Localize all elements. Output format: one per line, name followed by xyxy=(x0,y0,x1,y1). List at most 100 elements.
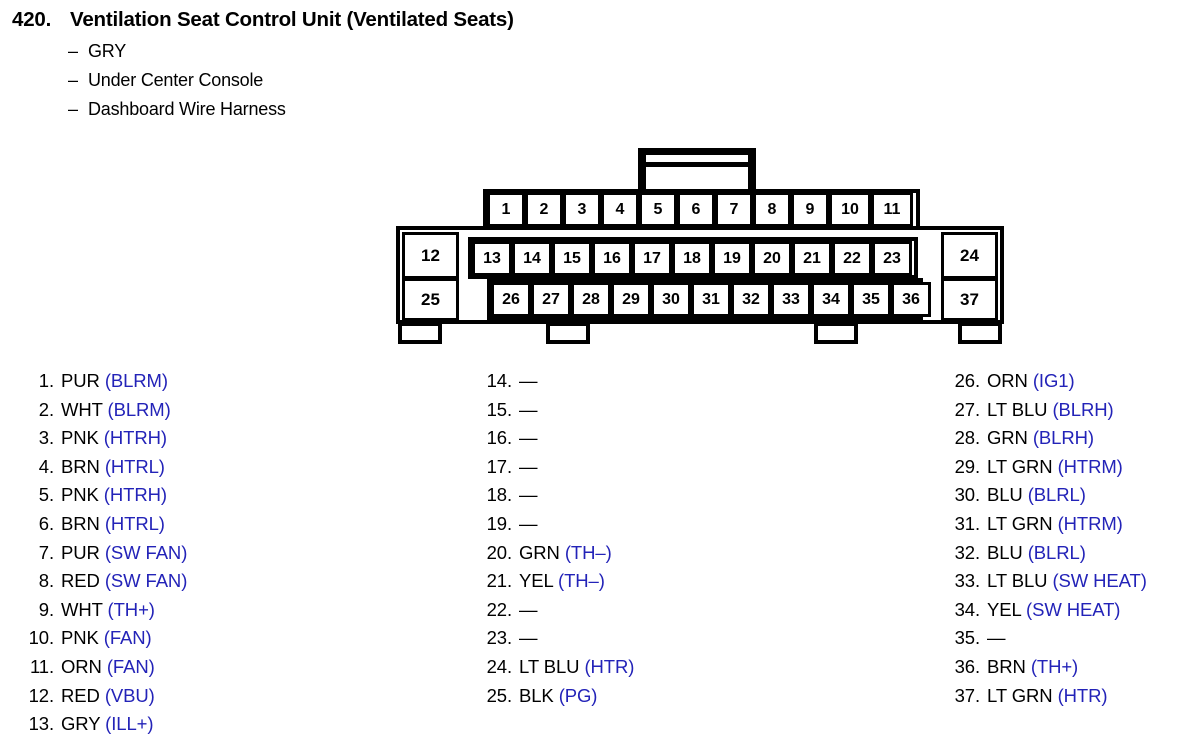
pin-cell-6[interactable]: 6 xyxy=(677,192,715,227)
pin-number: 31. xyxy=(954,513,981,534)
pin-cell-7[interactable]: 7 xyxy=(715,192,753,227)
pin-signal-name: (ILL+) xyxy=(105,713,154,735)
pin-cell-9[interactable]: 9 xyxy=(791,192,829,227)
pin-signal-name: (BLRL) xyxy=(1027,541,1086,563)
pin-list-item: 21.YEL (TH–) xyxy=(470,570,605,592)
pin-unused-dash: — xyxy=(519,427,538,449)
pin-list-item: 28.GRN (BLRH) xyxy=(938,428,1094,448)
latch-post-right-icon xyxy=(748,148,756,193)
pin-wire-color: YEL xyxy=(987,598,1021,620)
subtitle-text: Under Center Console xyxy=(88,70,264,90)
latch-post-left-icon xyxy=(638,148,646,193)
pin-cell-19[interactable]: 19 xyxy=(712,241,752,276)
pin-wire-color: LT BLU xyxy=(519,656,580,677)
pin-cell-20[interactable]: 20 xyxy=(752,241,792,276)
pin-cell-10[interactable]: 10 xyxy=(829,192,871,227)
pin-wire-color: GRN xyxy=(519,541,560,563)
pin-cell-28[interactable]: 28 xyxy=(571,282,611,317)
pin-cell-37[interactable]: 37 xyxy=(941,278,998,321)
pin-cell-31[interactable]: 31 xyxy=(691,282,731,317)
pin-signal-name: (SW HEAT) xyxy=(1052,570,1147,592)
pin-cell-15[interactable]: 15 xyxy=(552,241,592,276)
pin-list-item: 6.BRN (HTRL) xyxy=(12,513,165,534)
pin-number: 19. xyxy=(486,513,513,534)
pin-cell-33[interactable]: 33 xyxy=(771,282,811,317)
pin-cell-16[interactable]: 16 xyxy=(592,241,632,276)
pin-unused-dash: — xyxy=(519,370,538,391)
page-title: 420. Ventilation Seat Control Unit (Vent… xyxy=(12,8,514,32)
pin-cell-17[interactable]: 17 xyxy=(632,241,672,276)
pin-list-item: 4.BRN (HTRL) xyxy=(12,455,165,477)
bullet-dash-icon: – xyxy=(68,41,78,61)
connector-mid-row-housing xyxy=(468,237,918,279)
pin-cell-11[interactable]: 11 xyxy=(871,192,913,227)
pin-unused-dash: — xyxy=(519,598,538,620)
pin-cell-18[interactable]: 18 xyxy=(672,241,712,276)
pin-list-item: 22.— xyxy=(470,598,538,620)
pin-list-item: 23.— xyxy=(470,627,538,649)
pin-number: 13. xyxy=(28,713,55,735)
pin-number: 12. xyxy=(28,684,55,706)
pin-cell-12[interactable]: 12 xyxy=(402,232,459,279)
pin-cell-5[interactable]: 5 xyxy=(639,192,677,227)
pin-wire-color: WHT xyxy=(61,598,103,620)
pin-list-item: 25.BLK (PG) xyxy=(470,686,598,706)
pin-list-item: 13. GRY (ILL+) xyxy=(12,713,154,735)
pin-wire-color: PUR xyxy=(61,541,100,563)
pin-signal-name: (TH–) xyxy=(564,541,612,563)
pin-unused-dash: — xyxy=(519,484,538,506)
pin-cell-27[interactable]: 27 xyxy=(531,282,571,317)
pin-wire-color: PUR xyxy=(61,370,100,391)
pin-signal-name: (TH–) xyxy=(558,570,605,592)
pin-wire-color: GRY xyxy=(61,713,101,735)
pin-wire-color: RED xyxy=(61,684,100,706)
pin-cell-21[interactable]: 21 xyxy=(792,241,832,276)
pin-cell-23[interactable]: 23 xyxy=(872,241,912,276)
bullet-dash-icon: – xyxy=(68,70,78,90)
pin-cell-35[interactable]: 35 xyxy=(851,282,891,317)
pin-list-item: 11.ORN (FAN) xyxy=(12,656,155,677)
pin-number: 6. xyxy=(38,513,54,534)
pin-cell-13[interactable]: 13 xyxy=(472,241,512,276)
pin-number: 37. xyxy=(954,684,981,706)
pin-signal-name: (SW FAN) xyxy=(104,541,188,563)
pin-number: 3. xyxy=(38,427,54,449)
pin-list-item: 26.ORN (IG1) xyxy=(938,371,1075,391)
pin-signal-name: (TH+) xyxy=(107,598,155,620)
pin-cell-8[interactable]: 8 xyxy=(753,192,791,227)
pin-wire-color: LT GRN xyxy=(987,684,1053,706)
pin-number: 18. xyxy=(486,484,513,506)
pin-list-item: 14. — xyxy=(470,370,538,391)
connector-bottom-tab xyxy=(546,322,590,344)
pin-cell-26[interactable]: 26 xyxy=(491,282,531,317)
pin-cell-2[interactable]: 2 xyxy=(525,192,563,227)
pin-wire-color: BLU xyxy=(987,541,1023,563)
subtitle-text: GRY xyxy=(88,41,127,61)
bullet-dash-icon: – xyxy=(68,99,78,119)
pin-cell-22[interactable]: 22 xyxy=(832,241,872,276)
pin-cell-14[interactable]: 14 xyxy=(512,241,552,276)
pin-number: 23. xyxy=(486,627,513,649)
pin-cell-36[interactable]: 36 xyxy=(891,282,931,317)
pin-cell-3[interactable]: 3 xyxy=(563,192,601,227)
pin-signal-name: (HTRH) xyxy=(103,427,167,449)
pin-signal-name: (HTRL) xyxy=(104,455,165,477)
pin-cell-34[interactable]: 34 xyxy=(811,282,851,317)
pin-cell-25[interactable]: 25 xyxy=(402,278,459,321)
latch-crossbar-icon xyxy=(638,148,756,155)
pin-cell-4[interactable]: 4 xyxy=(601,192,639,227)
pin-wire-color: YEL xyxy=(519,570,553,592)
pin-cell-32[interactable]: 32 xyxy=(731,282,771,317)
pin-wire-color: BRN xyxy=(61,455,100,477)
pin-list-item: 15.— xyxy=(470,400,538,420)
pin-number: 27. xyxy=(954,398,981,420)
pin-cell-1[interactable]: 1 xyxy=(487,192,525,227)
pin-cell-29[interactable]: 29 xyxy=(611,282,651,317)
pin-number: 20. xyxy=(486,541,513,563)
pin-number: 33. xyxy=(954,570,981,592)
pin-cell-24[interactable]: 24 xyxy=(941,232,998,279)
pin-cell-30[interactable]: 30 xyxy=(651,282,691,317)
section-title: Ventilation Seat Control Unit (Ventilate… xyxy=(70,8,514,31)
pin-number: 11. xyxy=(29,656,54,677)
pin-number: 14. xyxy=(486,370,513,391)
